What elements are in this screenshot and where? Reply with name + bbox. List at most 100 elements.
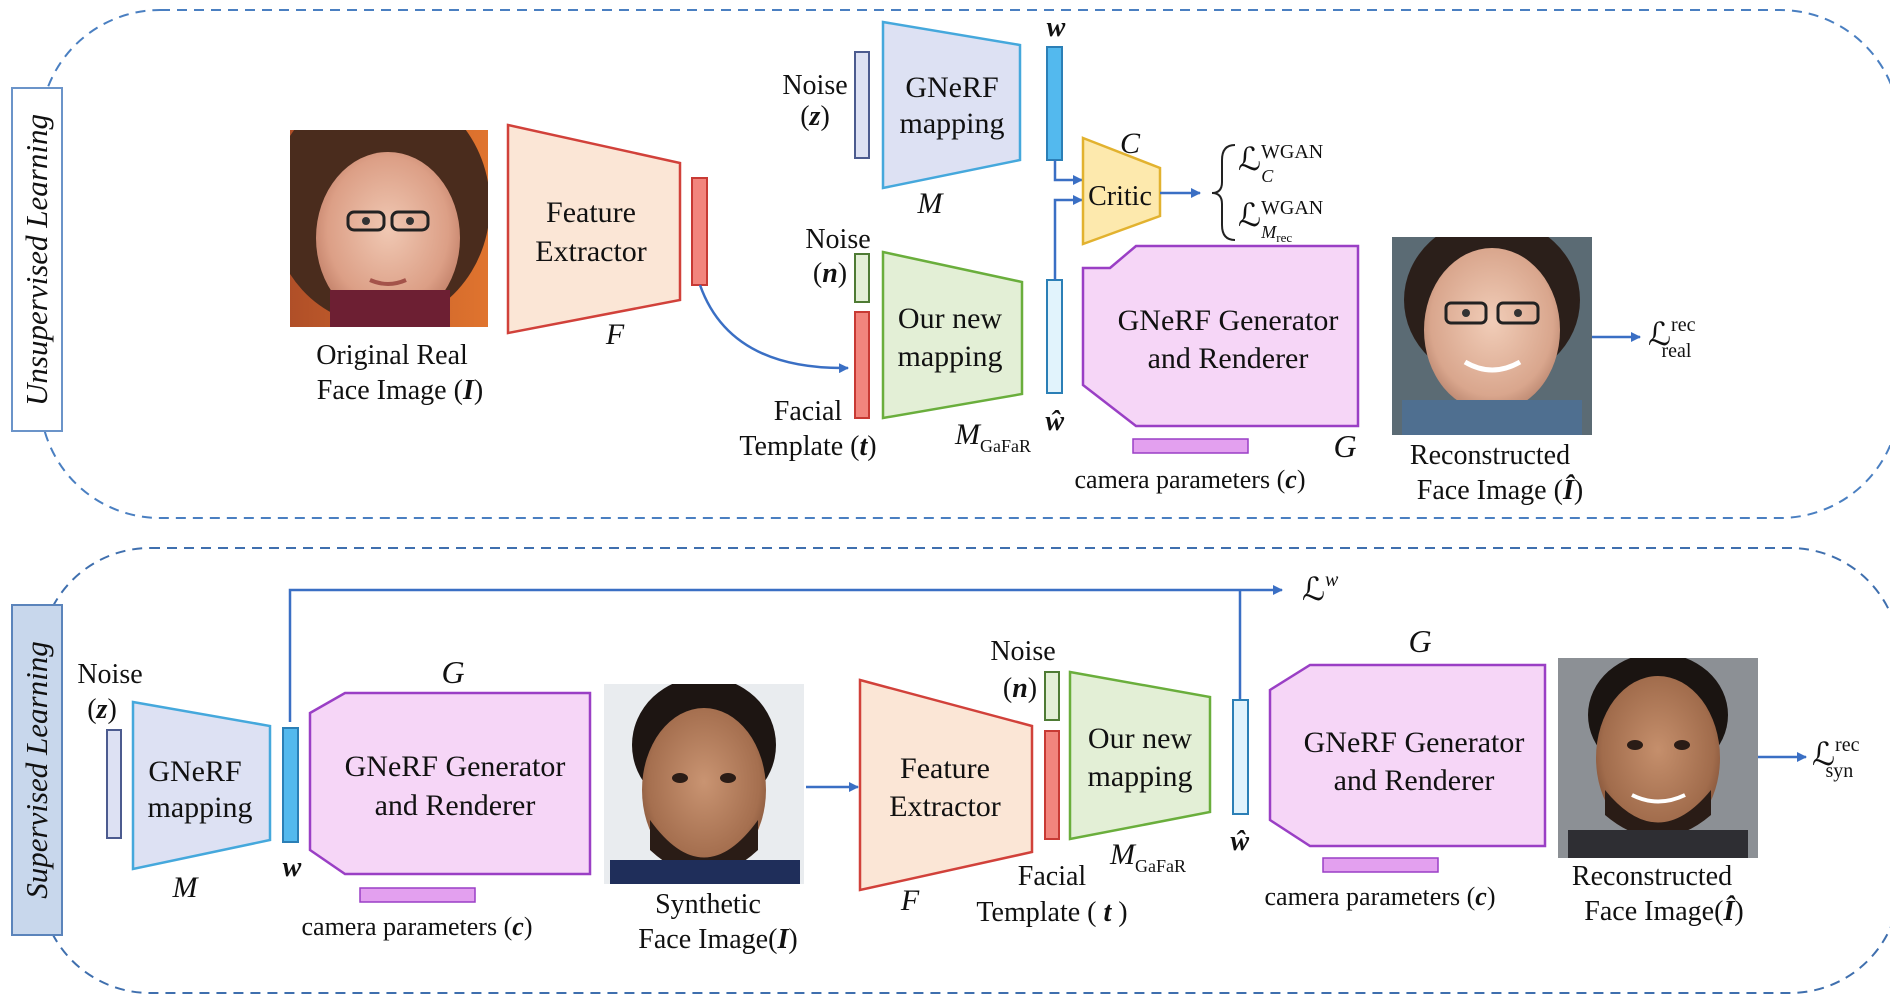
noise-n-bar-bottom [1044,671,1060,721]
output-caption-bottom-line2: Face Image(Î) [1584,896,1743,927]
camera-parameters-label: camera parameters (c) [1075,465,1306,494]
new-mapping-label-bottom-line2: mapping [1088,760,1193,793]
critic-block [1081,136,1162,246]
new-mapping-label-line1: Our new [898,302,1002,335]
w-to-critic-arrow [1053,160,1083,185]
gnerf-mapping-label-bottom-line2: mapping [148,791,253,824]
new-mapping-block [881,250,1024,420]
gnerf-mapping-symbol: M [917,187,945,220]
noise-n-symbol-bottom: (n) [1003,673,1037,704]
w-hat-latent-bar [1046,279,1063,394]
new-mapping-symbol-bottom: MGaFaR [1109,838,1186,876]
w-hat-latent-bar-bottom [1232,699,1249,815]
feature-extractor-symbol-bottom: F [900,884,920,917]
supervised-label-box: Supervised Learning [11,604,63,936]
noise-n-bar [854,253,870,303]
noise-z-bar [854,51,870,159]
new-mapping-block-bottom [1068,670,1212,841]
w-hat-symbol: ŵ [1045,406,1065,437]
unsupervised-label-box: Unsupervised Learning [11,87,63,432]
generator-label-line2: and Renderer [1148,342,1309,375]
feature-extractor-label-bottom-line1: Feature [900,752,990,785]
generator-symbol: G [1333,428,1356,464]
critic-label: Critic [1088,181,1152,212]
feature-extractor-label-bottom-line2: Extractor [889,790,1001,823]
noise-n-symbol: (n) [813,258,847,289]
input-caption-line2: Face Image (I) [317,375,483,406]
gnerf-mapping-label-line2: mapping [900,107,1005,140]
noise-z-bar-bottom [106,729,122,839]
template-label-line1: Facial [774,396,843,427]
generator2-renderer-block-bottom [1268,663,1547,848]
synthetic-caption-line2: Face Image(I) [638,924,797,955]
input-caption-line1: Original Real [316,340,468,371]
generator2-label-line2: and Renderer [1334,764,1495,797]
generator-symbol-bottom: G [441,654,464,690]
noise-z-symbol: (z) [800,101,830,132]
feature-extractor-block [506,123,682,335]
unsupervised-label: Unsupervised Learning [19,114,54,406]
original-real-face-image [290,130,488,327]
w-to-loss-line [288,585,1283,722]
w-hat-to-critic-arrow [1053,195,1083,280]
feature-extractor-symbol: F [605,318,625,351]
generator2-label-line1: GNeRF Generator [1304,726,1525,759]
noise-z-label: Noise [782,70,847,101]
feature-extractor-label-line1: Feature [546,196,636,229]
supervised-label: Supervised Learning [19,641,54,898]
facial-template-bar [854,311,870,419]
w-hat-symbol-bottom: ŵ [1230,826,1250,857]
gnerf-mapping-block-bottom [131,700,272,871]
gnerf-mapping-block [881,20,1022,190]
feature-vector-bar [691,177,708,286]
template-label-line2: Template (t) [739,431,876,462]
noise-n-label: Noise [805,224,870,255]
w-symbol: w [1047,12,1066,43]
facial-template-bar-bottom [1044,730,1060,840]
critic-symbol: C [1120,127,1141,160]
gnerf-mapping-symbol-bottom: M [172,871,200,904]
output-caption-line1: Reconstructed [1410,440,1570,471]
new-mapping-label-bottom-line1: Our new [1088,722,1192,755]
camera-parameters-bar-bottom [359,887,476,903]
gnerf-mapping-label-line1: GNeRF [905,71,998,104]
loss-w: ℒw [1302,569,1339,607]
generator-label-bottom-line1: GNeRF Generator [345,750,566,783]
synthetic-caption-line1: Synthetic [655,889,761,920]
w-symbol-bottom: w [283,852,302,883]
generator-renderer-block [1081,244,1360,428]
generator2-symbol-bottom: G [1408,623,1431,659]
new-mapping-label-line2: mapping [898,340,1003,373]
camera-parameters-label-bottom: camera parameters (c) [302,912,533,941]
gnerf-mapping-label-bottom-line1: GNeRF [148,755,241,788]
reconstructed-face-image-bottom [1558,658,1758,858]
noise-z-symbol-bottom: (z) [87,694,117,725]
output-caption-bottom-line1: Reconstructed [1572,861,1732,892]
generator-label-bottom-line2: and Renderer [375,789,536,822]
reconstructed-face-image [1392,237,1592,435]
feature-extractor-label-line2: Extractor [535,235,647,268]
camera-parameters-bar [1132,438,1249,454]
loss-brace [1211,144,1236,241]
generator-label-line1: GNeRF Generator [1118,304,1339,337]
template-label-bottom-line1: Facial [1018,861,1087,892]
camera2-parameters-bar [1322,857,1439,873]
noise-n-label-bottom: Noise [990,636,1055,667]
template-label-bottom-line2: Template ( t ) [976,897,1127,928]
output-caption-line2: Face Image (Î) [1417,475,1583,506]
feature-extractor-block-bottom [858,678,1034,892]
noise-z-label-bottom: Noise [77,659,142,690]
synthetic-face-image [604,684,804,884]
new-mapping-symbol: MGaFaR [954,418,1031,456]
camera2-parameters-label: camera parameters (c) [1265,882,1496,911]
generator-renderer-block-bottom [308,691,592,876]
w-latent-bar-bottom [282,727,299,843]
feature-to-template-arrow [698,284,849,374]
w-latent-bar [1046,46,1063,161]
